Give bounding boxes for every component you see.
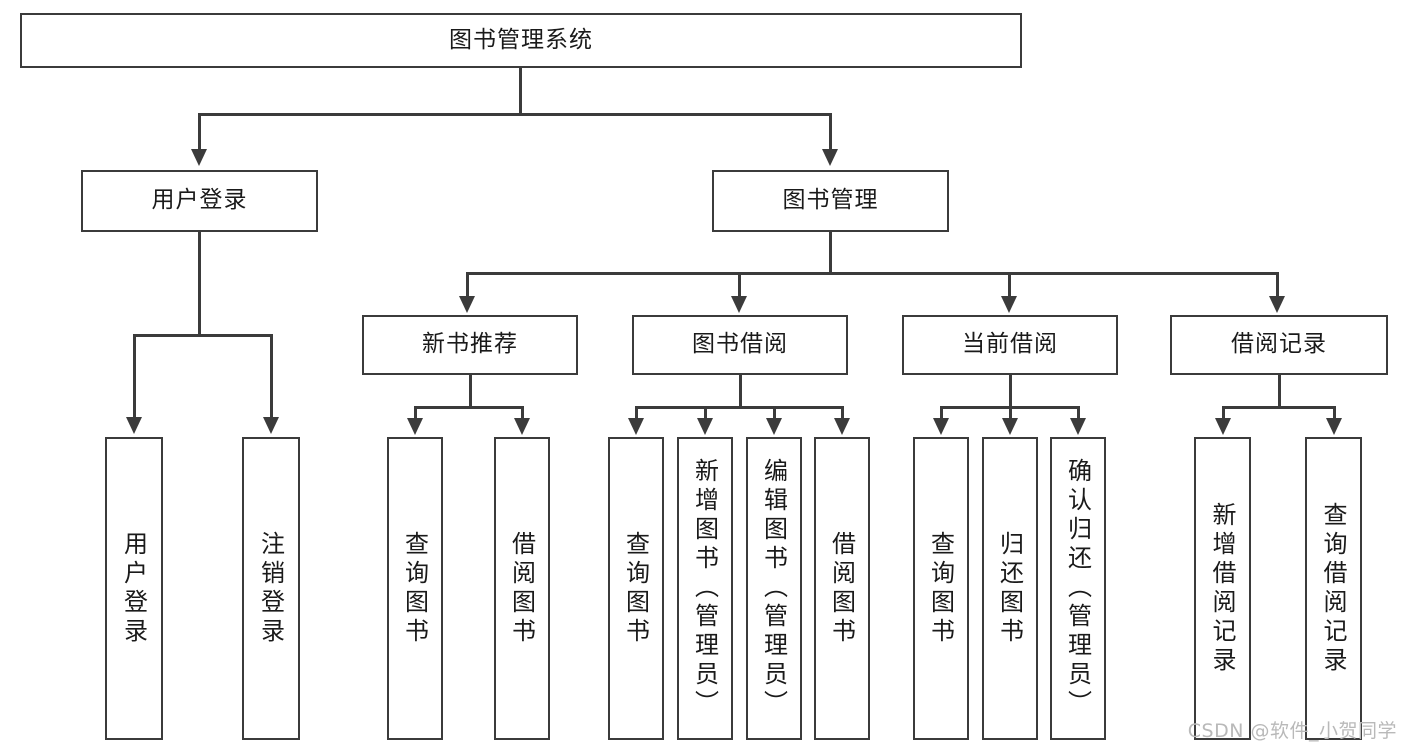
leaf-label: 借阅图书 [507,530,536,647]
arrow-borrow-record-leaf-2 [1326,418,1342,435]
arrow-root-to-book-mgmt [822,149,838,166]
node-label: 借阅记录 [1231,331,1327,358]
edge-book-mgmt-bus [466,272,1278,275]
edge-borrow-record-drop-2 [1333,406,1336,420]
edge-book-mgmt-stem [829,232,832,274]
edge-to-new-book [466,272,469,298]
edge-book-borrow-drop-4 [841,406,844,420]
edge-user-login-stem [198,232,201,336]
edge-to-borrow-record [1276,272,1279,298]
leaf-label: 查询图书 [400,530,429,647]
arrow-new-book-leaf-1 [407,418,423,435]
leaf-borrow-record-2[interactable]: 查询借阅记录 [1305,437,1362,740]
arrow-book-borrow-leaf-4 [834,418,850,435]
leaf-book-borrow-1[interactable]: 查询图书 [608,437,664,740]
leaf-label: 查询借阅记录 [1319,501,1347,676]
arrow-user-login-leaf-2 [263,417,279,434]
arrow-new-book-leaf-2 [514,418,530,435]
leaf-book-borrow-4[interactable]: 借阅图书 [814,437,870,740]
node-borrow-record[interactable]: 借阅记录 [1170,315,1388,375]
edge-user-login-bus [133,334,272,337]
arrow-book-borrow-leaf-2 [697,418,713,435]
node-label: 用户登录 [151,187,248,214]
edge-current-borrow-drop-2 [1009,406,1012,420]
arrow-borrow-record-leaf-1 [1215,418,1231,435]
edge-borrow-record-stem [1278,375,1281,408]
leaf-label: 编辑图书（管理员） [759,458,788,719]
edge-book-borrow-drop-1 [635,406,638,420]
node-book-management[interactable]: 图书管理 [712,170,949,232]
arrow-root-to-user-login [191,149,207,166]
edge-to-book-borrow [738,272,741,298]
edge-new-book-drop-1 [414,406,417,420]
leaf-label: 确认归还（管理员） [1063,458,1092,719]
edge-book-borrow-drop-3 [773,406,776,420]
node-root-system[interactable]: 图书管理系统 [20,13,1022,68]
leaf-label: 新增借阅记录 [1208,501,1236,676]
leaf-book-borrow-3[interactable]: 编辑图书（管理员） [746,437,802,740]
leaf-label: 归还图书 [995,530,1024,647]
edge-book-borrow-drop-2 [704,406,707,420]
leaf-label: 新增图书（管理员） [690,458,719,719]
edge-user-login-drop-2 [270,334,273,419]
edge-root-to-book-mgmt [829,113,832,151]
edge-new-book-bus [414,406,523,409]
edge-new-book-stem [469,375,472,408]
edge-root-stem [519,68,522,115]
leaf-current-borrow-2[interactable]: 归还图书 [982,437,1038,740]
node-new-book-recommend[interactable]: 新书推荐 [362,315,578,375]
edge-new-book-drop-2 [521,406,524,420]
node-current-borrow[interactable]: 当前借阅 [902,315,1118,375]
edge-borrow-record-bus [1222,406,1335,409]
arrow-to-new-book [459,296,475,313]
node-book-borrow[interactable]: 图书借阅 [632,315,848,375]
leaf-new-book-2[interactable]: 借阅图书 [494,437,550,740]
arrow-to-book-borrow [731,296,747,313]
leaf-current-borrow-3[interactable]: 确认归还（管理员） [1050,437,1106,740]
edge-root-bus [198,113,832,116]
edge-book-borrow-stem [739,375,742,408]
leaf-user-login-2[interactable]: 注销登录 [242,437,300,740]
edge-current-borrow-drop-1 [940,406,943,420]
edge-current-borrow-stem [1009,375,1012,408]
leaf-borrow-record-1[interactable]: 新增借阅记录 [1194,437,1251,740]
arrow-book-borrow-leaf-3 [766,418,782,435]
arrow-to-current-borrow [1001,296,1017,313]
arrow-current-borrow-leaf-1 [933,418,949,435]
arrow-book-borrow-leaf-1 [628,418,644,435]
leaf-label: 查询图书 [621,530,650,647]
arrow-user-login-leaf-1 [126,417,142,434]
node-label: 图书管理系统 [449,26,593,53]
leaf-label: 注销登录 [256,530,285,647]
node-label: 当前借阅 [962,331,1058,358]
node-label: 新书推荐 [422,331,518,358]
edge-book-borrow-bus [635,406,843,409]
edge-user-login-drop-1 [133,334,136,419]
node-label: 图书借阅 [692,331,788,358]
edge-root-to-user-login [198,113,201,151]
arrow-current-borrow-leaf-3 [1070,418,1086,435]
leaf-label: 查询图书 [926,530,955,647]
edge-to-current-borrow [1008,272,1011,298]
node-user-login[interactable]: 用户登录 [81,170,318,232]
node-label: 图书管理 [782,187,879,214]
leaf-book-borrow-2[interactable]: 新增图书（管理员） [677,437,733,740]
leaf-user-login-1[interactable]: 用户登录 [105,437,163,740]
leaf-current-borrow-1[interactable]: 查询图书 [913,437,969,740]
leaf-new-book-1[interactable]: 查询图书 [387,437,443,740]
edge-current-borrow-drop-3 [1077,406,1080,420]
leaf-label: 用户登录 [119,530,148,647]
arrow-to-borrow-record [1269,296,1285,313]
leaf-label: 借阅图书 [827,530,856,647]
edge-borrow-record-drop-1 [1222,406,1225,420]
arrow-current-borrow-leaf-2 [1002,418,1018,435]
